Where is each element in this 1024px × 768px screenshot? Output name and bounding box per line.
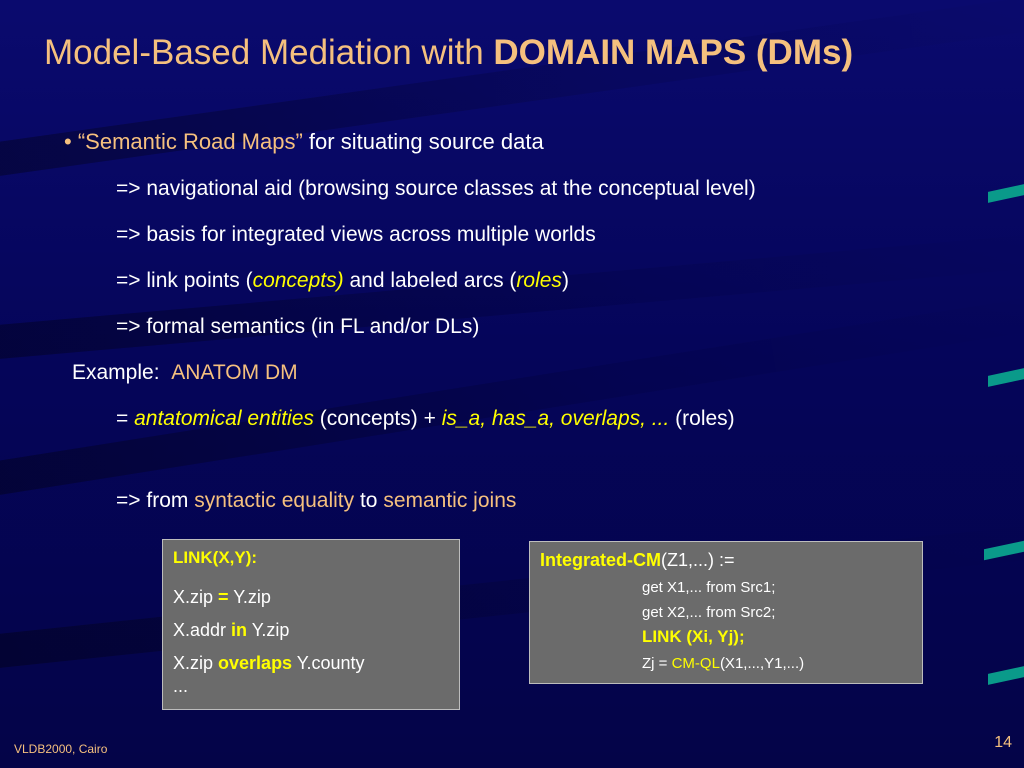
link-row-3: X.zip overlaps Y.county [173, 653, 365, 673]
main-bullet: • “Semantic Road Maps” for situating sou… [64, 129, 544, 154]
footer: VLDB2000, Cairo [14, 742, 108, 756]
cm-line-4: Zj = CM-QL(X1,...,Y1,...) [642, 655, 805, 672]
teal-marker [988, 666, 1024, 685]
bullet-mark: • [64, 129, 72, 154]
link-box-title: LINK(X,Y): [173, 548, 258, 567]
subpoint-formal: => formal semantics (in FL and/or DLs) [116, 315, 480, 338]
link-ellipsis: ... [173, 676, 189, 696]
page-number: 14 [994, 734, 1012, 751]
roles-term: roles [516, 269, 562, 292]
subpoint-basis: => basis for integrated views across mul… [116, 223, 596, 246]
cm-title: Integrated-CM [540, 550, 661, 570]
example-line: Example: ANATOM DM [72, 361, 298, 384]
cm-line-3: LINK (Xi, Yj); [642, 627, 745, 646]
teal-marker [988, 368, 1024, 387]
semantic-joins: semantic joins [383, 489, 517, 512]
subpoint-link-points: => link points (concepts) and labeled ar… [116, 269, 569, 292]
semantic-road-maps: “Semantic Road Maps” [77, 129, 303, 154]
integrated-cm-box: Integrated-CM(Z1,...) := get X1,... from… [529, 541, 923, 684]
teal-marker [988, 184, 1024, 203]
slide-title: Model-Based Mediation with DOMAIN MAPS (… [44, 33, 854, 72]
syntactic-equality: syntactic equality [194, 489, 355, 512]
cm-line-2: get X2,... from Src2; [642, 604, 776, 621]
bg-stripe [0, 0, 1024, 184]
cm-title-line: Integrated-CM(Z1,...) := [540, 550, 735, 570]
concepts-term: concepts) [252, 269, 344, 292]
equation-line: = antatomical entities (concepts) + is_a… [116, 407, 735, 430]
anatomical-entities: antatomical entities [134, 407, 314, 430]
link-box: LINK(X,Y): X.zip = Y.zip X.addr in Y.zip… [162, 539, 460, 710]
roles-list: is_a, has_a, overlaps, ... [441, 407, 670, 430]
link-row-2: X.addr in Y.zip [173, 620, 290, 640]
subpoint-navigational: => navigational aid (browsing source cla… [116, 177, 756, 200]
example-name: ANATOM DM [171, 361, 298, 384]
from-line: => from syntactic equality to semantic j… [116, 489, 517, 512]
cm-line-1: get X1,... from Src1; [642, 579, 776, 596]
link-row-1: X.zip = Y.zip [173, 587, 271, 607]
